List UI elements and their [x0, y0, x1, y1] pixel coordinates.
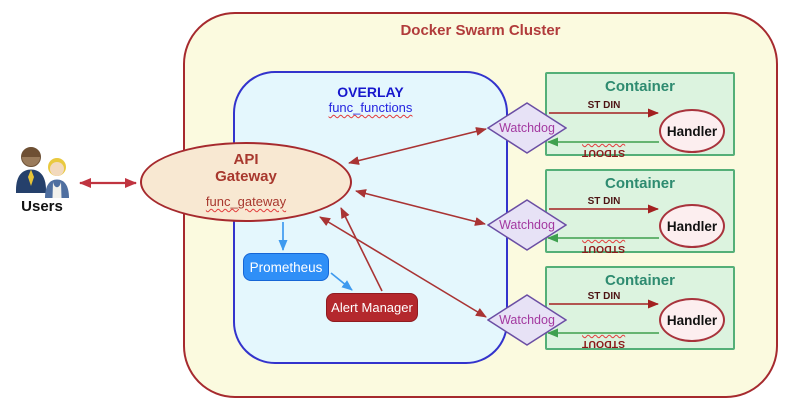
stdout-flipped-text: STDOUT [582, 147, 626, 159]
watchdog-label: Watchdog [499, 218, 555, 232]
handler-label: Handler [666, 218, 718, 234]
stdin-label-2: ST DIN [587, 196, 621, 207]
handler-label: Handler [666, 123, 718, 139]
api-gateway-title-line2: Gateway [215, 168, 277, 185]
container-title: Container [604, 175, 675, 192]
stdin-label-1: ST DIN [587, 100, 621, 111]
stdin-label-3: ST DIN [587, 291, 621, 302]
stdout-label-1: STDOUT [549, 143, 659, 161]
alert-manager-label: Alert Manager [331, 300, 413, 315]
users-people-icon [16, 147, 69, 198]
handler-node-1: Handler [659, 109, 725, 153]
overlay-subtitle-text: func_functions [328, 100, 413, 115]
prometheus-node: Prometheus [243, 253, 329, 281]
api-gateway-subtitle: func_gateway [205, 194, 287, 209]
watchdog-node-1: Watchdog [486, 102, 568, 154]
diamond-shape-icon [486, 199, 568, 251]
container-title: Container [604, 78, 675, 95]
users-label: Users [21, 198, 63, 215]
stdout-label-2: STDOUT [549, 239, 659, 257]
overlay-title: OVERLAY [337, 84, 404, 100]
alert-manager-node: Alert Manager [326, 293, 418, 322]
api-gateway-node: API Gateway func_gateway [140, 142, 352, 222]
container-title: Container [604, 272, 675, 289]
diamond-shape-icon [486, 294, 568, 346]
watchdog-label: Watchdog [499, 313, 555, 327]
watchdog-node-3: Watchdog [486, 294, 568, 346]
overlay-subtitle: func_functions [233, 100, 508, 115]
handler-label: Handler [666, 312, 718, 328]
api-gateway-title-line1: API [233, 151, 259, 168]
diamond-shape-icon [486, 102, 568, 154]
stdout-label-3: STDOUT [549, 334, 659, 352]
stdout-flipped-text: STDOUT [582, 338, 626, 350]
stdout-flipped-text: STDOUT [582, 243, 626, 255]
handler-node-3: Handler [659, 298, 725, 342]
cluster-title: Docker Swarm Cluster [400, 22, 561, 39]
watchdog-node-2: Watchdog [486, 199, 568, 251]
watchdog-label: Watchdog [499, 121, 555, 135]
handler-node-2: Handler [659, 204, 725, 248]
prometheus-label: Prometheus [249, 259, 323, 275]
